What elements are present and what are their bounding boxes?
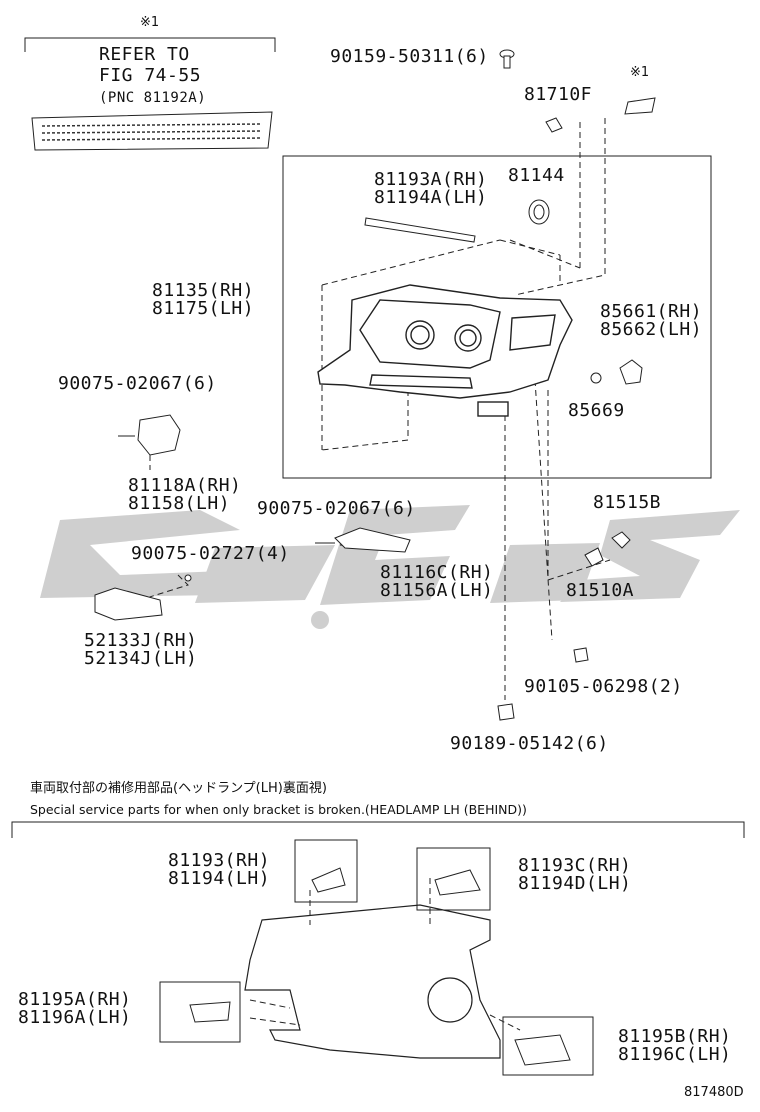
bulb-81710f-graphic — [545, 117, 563, 133]
part-81194d[interactable]: 81194D(LH) — [518, 873, 632, 894]
part-90075-02067-a[interactable]: 90075-02067(6) — [58, 373, 217, 394]
service-box-81193 — [294, 839, 358, 903]
part-81193c[interactable]: 81193C(RH) — [518, 855, 632, 876]
bolt-90189-graphic — [497, 703, 515, 721]
part-90075-02727[interactable]: 90075-02727(4) — [131, 543, 290, 564]
socket-85661-graphic — [590, 359, 643, 385]
part-81196c[interactable]: 81196C(LH) — [618, 1044, 732, 1065]
part-85669[interactable]: 85669 — [568, 400, 625, 421]
refer-note-line3: (PNC 81192A) — [99, 90, 207, 106]
bracket-81116c-graphic — [315, 527, 411, 553]
refer-note-line2: FIG 74-55 — [99, 65, 202, 86]
part-81196a[interactable]: 81196A(LH) — [18, 1007, 132, 1028]
bolt-90105-graphic — [573, 647, 589, 663]
part-90105-06298[interactable]: 90105-06298(2) — [524, 676, 683, 697]
part-81515b[interactable]: 81515B — [593, 492, 662, 513]
rear-housing-graphic — [244, 904, 501, 1059]
trim-strip-graphic — [364, 217, 476, 243]
callout-mark-left: ※1 — [140, 15, 160, 30]
refer-note-label-graphic — [31, 111, 273, 151]
refer-note-line1: REFER TO — [99, 44, 190, 65]
headlamp-assembly-frame — [282, 155, 712, 479]
callout-sticker-graphic — [624, 97, 656, 115]
part-81195b[interactable]: 81195B(RH) — [618, 1026, 732, 1047]
screw-90159-graphic — [499, 49, 515, 69]
refer-note-bracket — [24, 37, 276, 52]
service-bracket-parts — [189, 867, 571, 1066]
service-box-81193c — [416, 847, 491, 911]
part-81156a[interactable]: 81156A(LH) — [380, 580, 494, 601]
part-81118a[interactable]: 81118A(RH) — [128, 475, 242, 496]
callout-mark-right: ※1 — [630, 65, 650, 80]
part-81158[interactable]: 81158(LH) — [128, 493, 231, 514]
part-81194[interactable]: 81194(LH) — [168, 868, 271, 889]
clip-81515b-graphic — [584, 531, 631, 567]
part-52133j[interactable]: 52133J(RH) — [84, 630, 198, 651]
part-90075-02067-b[interactable]: 90075-02067(6) — [257, 498, 416, 519]
part-52134j[interactable]: 52134J(LH) — [84, 648, 198, 669]
part-81175[interactable]: 81175(LH) — [152, 298, 255, 319]
bracket-52133j-graphic — [94, 574, 192, 621]
service-section-bracket — [11, 821, 745, 838]
service-heading-en: Special service parts for when only brac… — [30, 802, 527, 817]
part-90189-05142[interactable]: 90189-05142(6) — [450, 733, 609, 754]
part-85661[interactable]: 85661(RH) — [600, 301, 703, 322]
part-81710f[interactable]: 81710F — [524, 84, 593, 105]
bracket-81118a-graphic — [118, 414, 181, 456]
part-81510a[interactable]: 81510A — [566, 580, 635, 601]
headlamp-body — [317, 284, 573, 417]
part-81144[interactable]: 81144 — [508, 165, 565, 186]
part-81193[interactable]: 81193(RH) — [168, 850, 271, 871]
part-81135[interactable]: 81135(RH) — [152, 280, 255, 301]
part-81194a[interactable]: 81194A(LH) — [374, 187, 488, 208]
part-81116c[interactable]: 81116C(RH) — [380, 562, 494, 583]
part-81193a[interactable]: 81193A(RH) — [374, 169, 488, 190]
figure-id: 817480D — [684, 1085, 744, 1100]
part-90159-50311[interactable]: 90159-50311(6) — [330, 46, 489, 67]
service-box-81195b — [502, 1016, 594, 1076]
part-81195a[interactable]: 81195A(RH) — [18, 989, 132, 1010]
part-85662[interactable]: 85662(LH) — [600, 319, 703, 340]
grommet-81144-graphic — [528, 199, 550, 225]
service-heading-jp: 車両取付部の補修用部品(ヘッドランプ(LH)裏面視) — [30, 781, 327, 796]
service-box-81195a — [159, 981, 241, 1043]
